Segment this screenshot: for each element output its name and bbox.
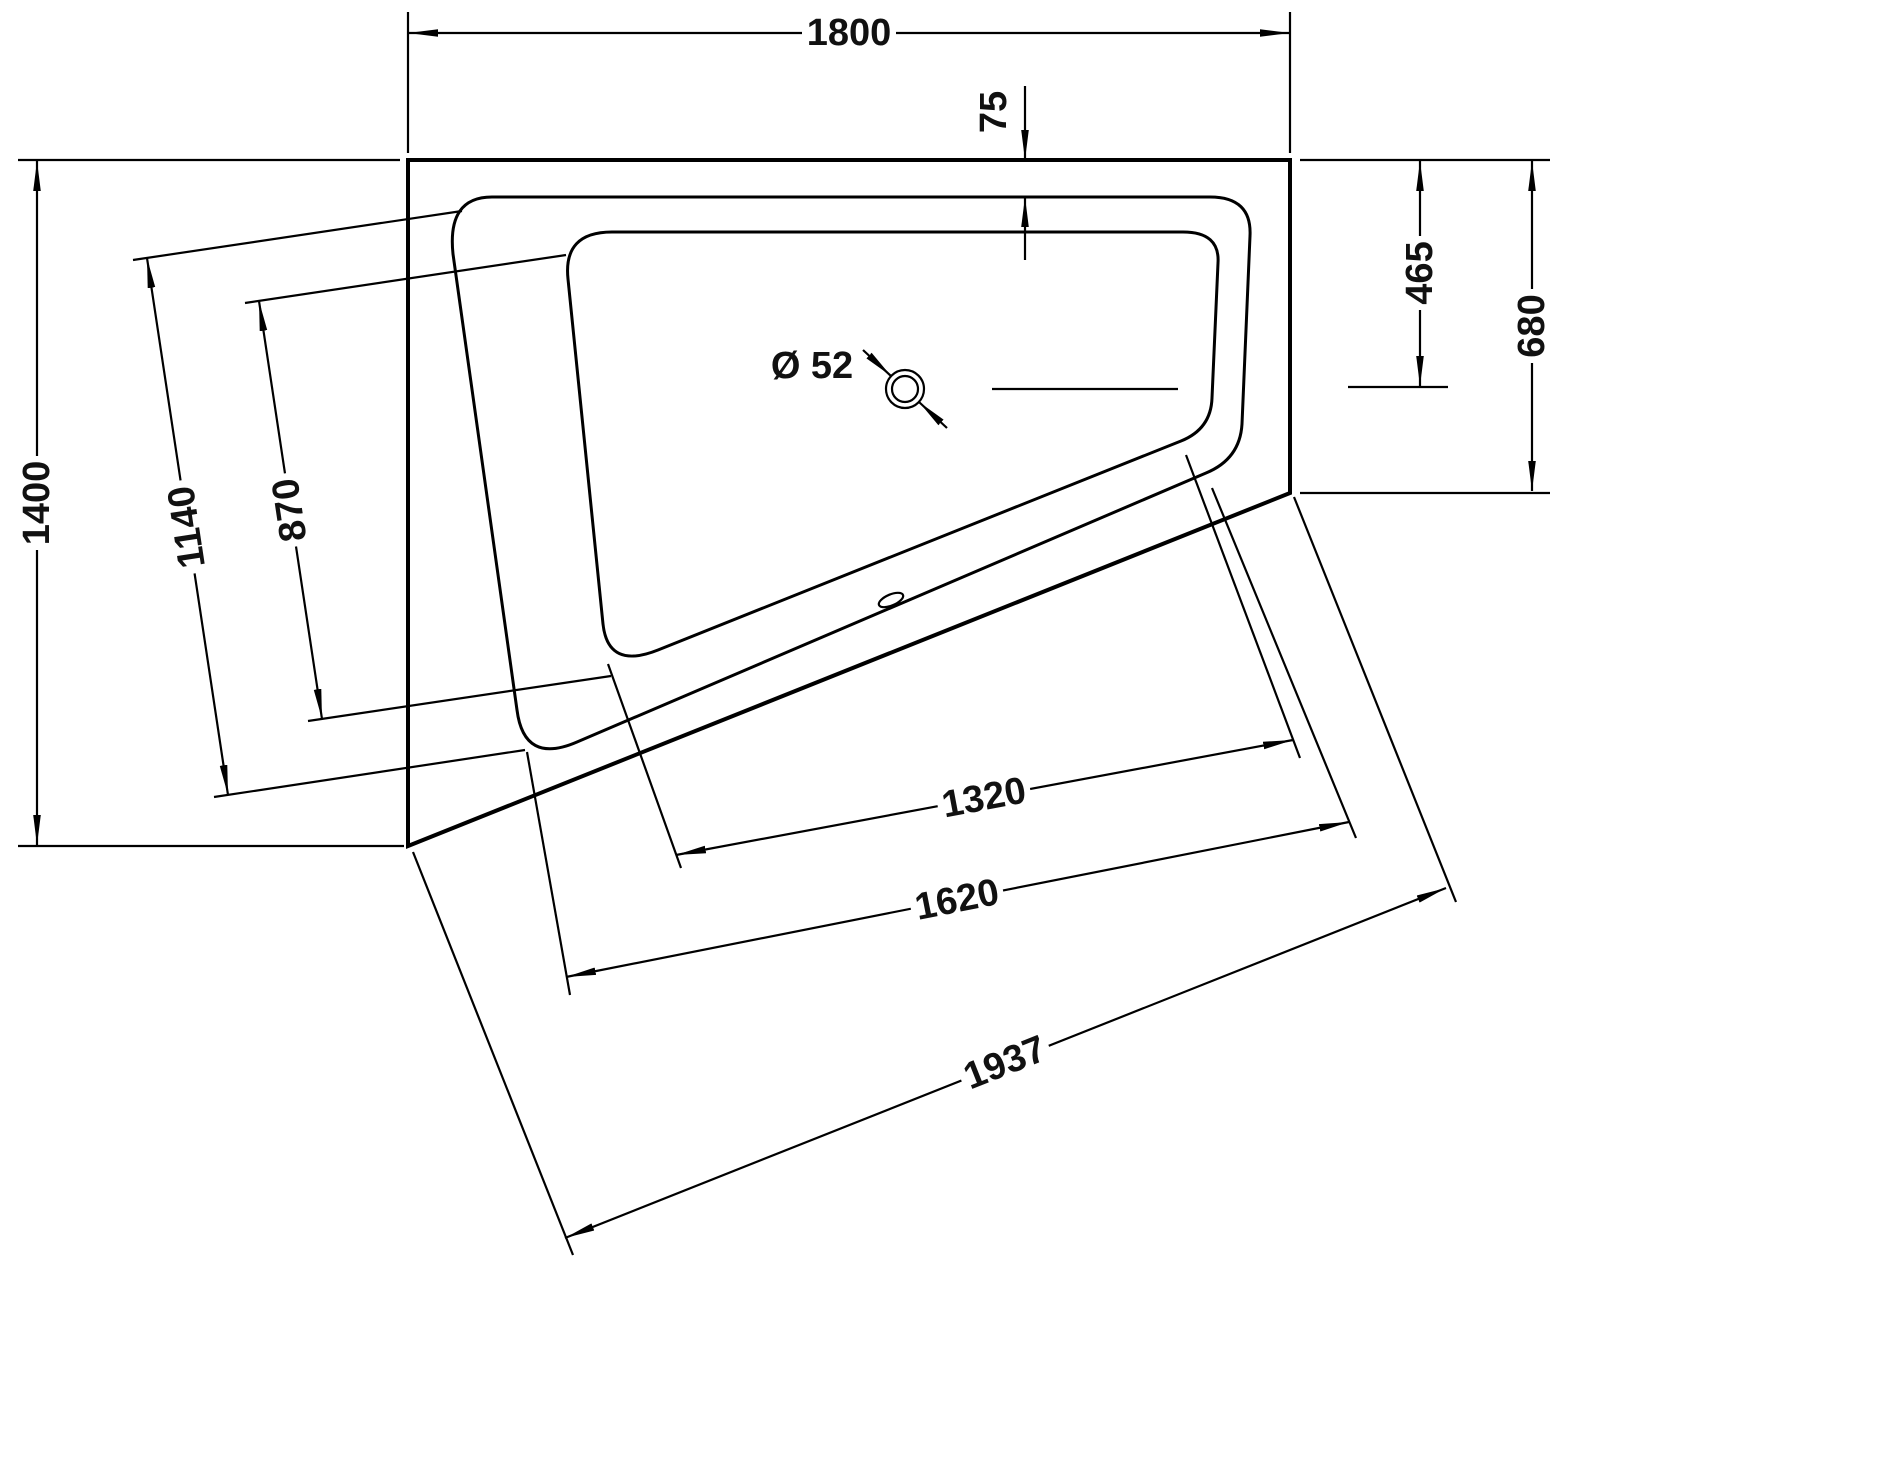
- extension-line: [244, 253, 567, 305]
- svg-text:1400: 1400: [16, 461, 58, 546]
- svg-text:870: 870: [264, 476, 315, 545]
- extension-line: [1184, 454, 1302, 759]
- extension-line: [307, 674, 612, 723]
- dim-label-1400: 1400: [16, 456, 58, 550]
- drain-diameter-label: Ø 52: [771, 345, 853, 387]
- svg-text:1800: 1800: [807, 12, 892, 54]
- dim-label-1620: 1620: [907, 871, 1007, 929]
- extension-line: [1292, 496, 1458, 903]
- drain-inner-circle: [890, 374, 920, 404]
- svg-text:1320: 1320: [939, 770, 1030, 827]
- extension-line: [1210, 487, 1358, 839]
- dim-label-870: 870: [264, 470, 316, 550]
- dim-label-680: 680: [1511, 289, 1553, 363]
- tub-basin-contour: [566, 230, 1220, 658]
- svg-text:Ø 52: Ø 52: [771, 345, 853, 387]
- extension-line: [132, 209, 463, 262]
- dim-label-1320: 1320: [934, 770, 1034, 827]
- drain-leader-arrow: [918, 401, 948, 429]
- svg-text:1937: 1937: [958, 1028, 1052, 1098]
- dim-label-75: 75: [973, 91, 1015, 133]
- svg-text:75: 75: [973, 91, 1015, 133]
- drain-leader-arrow: [862, 349, 892, 377]
- extension-line: [213, 748, 526, 799]
- svg-text:680: 680: [1511, 294, 1553, 357]
- overflow-outlet: [877, 591, 905, 609]
- dim-label-1800: 1800: [802, 12, 896, 54]
- extension-line: [411, 851, 575, 1256]
- drain-outer-circle: [884, 368, 926, 410]
- svg-text:1140: 1140: [160, 483, 214, 571]
- extension-line: [525, 751, 572, 996]
- dim-label-1937: 1937: [954, 1028, 1056, 1098]
- svg-text:465: 465: [1399, 241, 1441, 304]
- svg-text:1620: 1620: [911, 871, 1002, 929]
- dim-label-1140: 1140: [160, 477, 214, 577]
- dim-label-465: 465: [1399, 236, 1441, 310]
